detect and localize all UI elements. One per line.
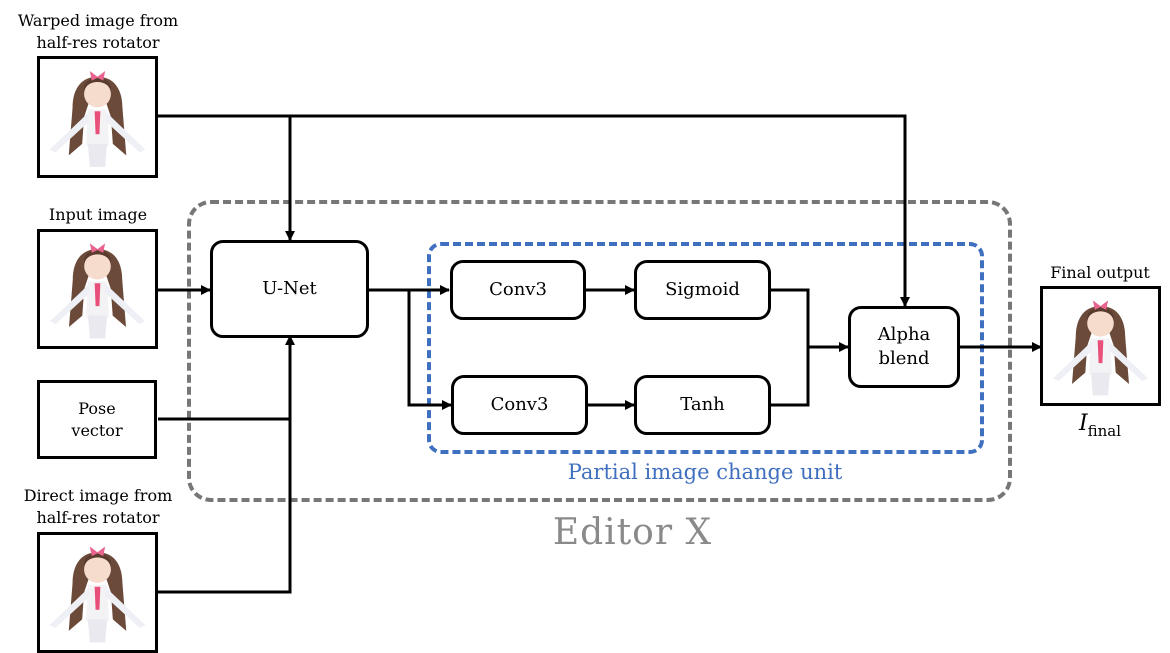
- sigmoid-block: Sigmoid: [634, 260, 771, 320]
- character-image: [50, 243, 145, 339]
- warped-image-label: Warped image from half-res rotator: [17, 11, 179, 52]
- wire-unet-to-conv3-bottom: [407, 290, 452, 410]
- final-output-label: Final output: [1050, 263, 1150, 282]
- partial-image-change-unit-label: Partial image change unit: [567, 460, 843, 484]
- pose-vector-label-line2: vector: [71, 420, 123, 440]
- sigmoid-label: Sigmoid: [665, 279, 740, 300]
- direct-image-label: Direct image from half-res rotator: [23, 486, 173, 527]
- final-symbol-letter: I: [1078, 411, 1088, 436]
- conv3-bottom-label: Conv3: [490, 394, 549, 415]
- alpha-label-line1: Alpha: [877, 324, 931, 345]
- wire-tanh-to-alpha: [771, 347, 810, 407]
- conv3-bottom-block: Conv3: [451, 375, 588, 435]
- pose-vector-label-line1: Pose: [78, 398, 116, 418]
- final-symbol-subscript: final: [1087, 422, 1122, 440]
- wire-direct-to-unet: [158, 335, 295, 594]
- editor-x-group: [187, 200, 1012, 502]
- input-image-label: Input image: [48, 205, 148, 224]
- final-output-symbol: Ifinal: [1040, 410, 1160, 445]
- unet-label: U-Net: [262, 278, 317, 299]
- character-image: [49, 71, 146, 167]
- conv3-top-block: Conv3: [450, 260, 586, 320]
- pose-vector-box: Pose vector: [37, 380, 157, 459]
- tanh-label: Tanh: [680, 394, 725, 415]
- alpha-blend-block: Alpha blend: [848, 306, 960, 388]
- wire-warped-to-alpha: [158, 114, 910, 307]
- direct-image-thumbnail: [37, 532, 158, 653]
- tanh-block: Tanh: [634, 375, 771, 435]
- wire-sigmoid-to-alpha: [771, 288, 849, 352]
- character-image: [49, 546, 146, 643]
- unet-block: U-Net: [210, 240, 369, 338]
- warped-image-thumbnail: [37, 56, 158, 178]
- input-image-thumbnail: [37, 229, 158, 349]
- conv3-top-label: Conv3: [489, 279, 547, 300]
- final-output-thumbnail: [1040, 286, 1161, 406]
- alpha-label-line2: blend: [878, 348, 930, 369]
- character-image: [1053, 300, 1148, 396]
- editor-x-label: Editor X: [552, 512, 713, 553]
